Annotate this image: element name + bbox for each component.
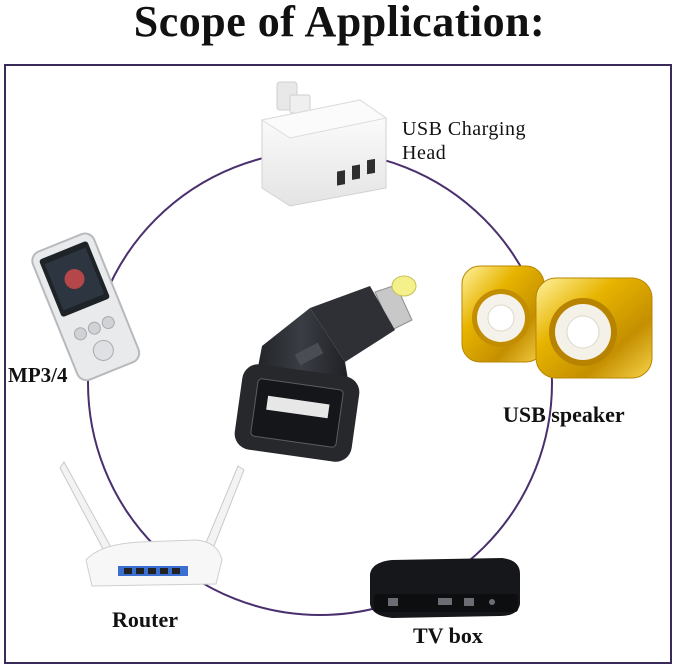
label-router: Router <box>112 607 178 632</box>
page-title: Scope of Application: <box>133 0 546 46</box>
label-usb-charging-head: USB Charging Head <box>402 117 526 165</box>
router-icon <box>59 461 245 587</box>
label-usb-speaker: USB speaker <box>503 402 625 427</box>
usb-adapter-icon <box>234 275 417 462</box>
label-charger-line1: USB Charging <box>402 118 526 140</box>
label-mp3: MP3/4 <box>8 363 68 387</box>
tv-box-icon <box>370 558 520 618</box>
label-tv-box: TV box <box>413 623 483 648</box>
label-charger-line2: Head <box>402 142 447 164</box>
charger-icon <box>260 81 388 207</box>
speaker-icon <box>461 265 653 379</box>
mp3-player-icon <box>31 232 141 382</box>
frame-border <box>4 64 672 664</box>
